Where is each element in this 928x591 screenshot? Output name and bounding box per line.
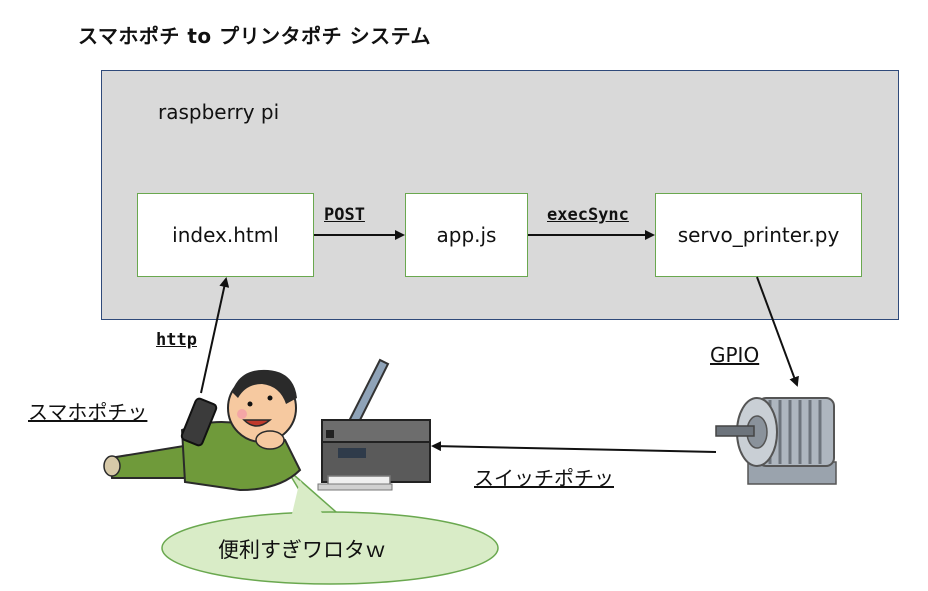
arrow-gpio bbox=[756, 276, 799, 387]
arrow-switch bbox=[431, 441, 717, 453]
node-index-html: index.html bbox=[137, 193, 314, 277]
action-label-phone-tap: スマホポチッ bbox=[28, 400, 148, 424]
edge-label-http: http bbox=[156, 330, 197, 350]
arrow-http bbox=[200, 277, 230, 394]
edge-label-post: POST bbox=[324, 205, 365, 225]
diagram-title: スマホポチ to プリンタポチ システム bbox=[78, 24, 431, 48]
speech-bubble bbox=[161, 467, 499, 585]
speech-text: 便利すぎワロタｗ bbox=[218, 538, 386, 562]
action-label-switch-tap: スイッチポチッ bbox=[474, 466, 614, 490]
person-illustration bbox=[103, 369, 302, 492]
edge-label-gpio: GPIO bbox=[710, 343, 760, 367]
node-app-js: app.js bbox=[405, 193, 528, 277]
printer-illustration bbox=[317, 358, 431, 491]
node-servo-printer-py: servo_printer.py bbox=[655, 193, 862, 277]
edge-label-execsync: execSync bbox=[547, 205, 629, 225]
raspberry-pi-label: raspberry pi bbox=[158, 100, 280, 124]
servo-motor-illustration bbox=[715, 397, 837, 485]
